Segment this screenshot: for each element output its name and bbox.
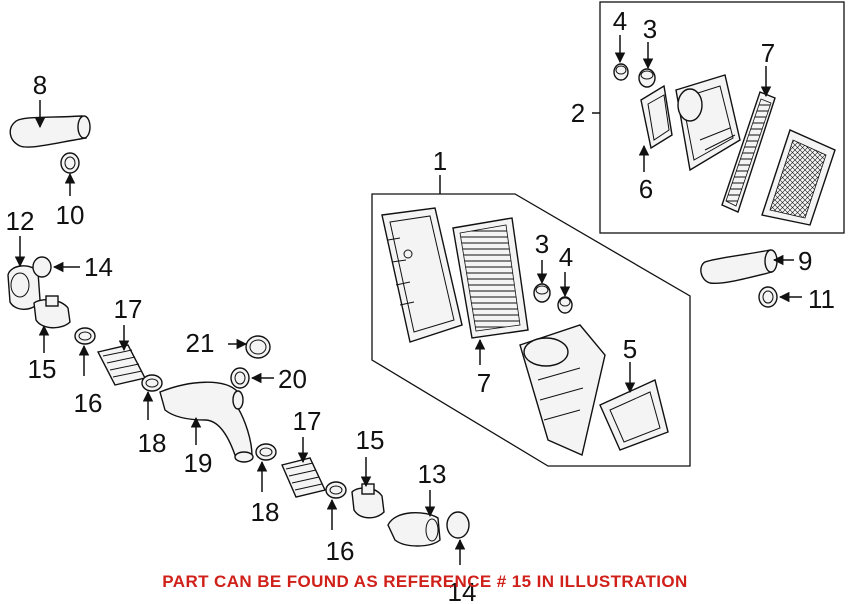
callout-12: 12 (6, 206, 35, 236)
bellows-hose-17 (96, 344, 147, 386)
callout-17: 17 (114, 294, 143, 324)
callout-3: 3 (535, 229, 549, 259)
callout-11: 11 (808, 284, 835, 314)
air-cleaner-lower-housing (519, 324, 606, 456)
leader-arrows (14, 35, 802, 565)
o-ring-14-lower (446, 511, 470, 539)
callout-18-lower: 18 (251, 497, 280, 527)
gasket-6-inset (640, 84, 673, 150)
grommet-4-inset (613, 63, 629, 81)
callout-15-lower: 15 (356, 425, 385, 455)
callout-14-lower: 14 (448, 577, 477, 604)
callout-9: 9 (798, 246, 812, 276)
callout-10: 10 (56, 200, 85, 230)
cover-5 (599, 379, 669, 451)
grommet-4 (557, 296, 573, 314)
filter-element-7 (452, 217, 529, 339)
elbow-hose-13 (387, 512, 441, 547)
intake-duct-9 (700, 249, 778, 285)
air-cleaner-upper-housing (381, 207, 463, 343)
callout-4: 4 (559, 242, 573, 272)
o-ring-20 (230, 367, 250, 389)
callout-19: 19 (184, 448, 213, 478)
callout-14: 14 (84, 252, 113, 282)
o-ring-14 (32, 256, 52, 278)
air-cleaner-upper-housing-inset (675, 74, 741, 172)
callout-8: 8 (33, 70, 47, 100)
callout-13: 13 (418, 459, 447, 489)
clamp-16 (74, 327, 96, 345)
inset-frame-assembly-2 (599, 1, 845, 234)
callout-15: 15 (28, 354, 57, 384)
clamp-16-lower (325, 481, 347, 499)
clamp-18 (141, 374, 163, 392)
reference-note: PART CAN BE FOUND AS REFERENCE # 15 IN I… (162, 572, 688, 591)
bellows-hose-17-lower (281, 457, 326, 498)
callout-6: 6 (639, 174, 653, 204)
grommet-3 (533, 283, 551, 303)
intake-duct-8 (9, 115, 91, 148)
seal-10 (60, 152, 80, 174)
callout-3-inset: 3 (643, 14, 657, 44)
seal-11 (758, 286, 778, 308)
filter-element-7-inset (721, 91, 776, 213)
callout-7-inset: 7 (761, 38, 775, 68)
callout-16: 16 (74, 388, 103, 418)
callout-2: 2 (571, 98, 585, 128)
mass-air-flow-sensor-15-lower (351, 483, 385, 519)
callout-7: 7 (477, 368, 491, 398)
callout-20: 20 (278, 364, 307, 394)
callout-18: 18 (138, 428, 167, 458)
callout-17-lower: 17 (293, 406, 322, 436)
inset-frame-assembly-1 (371, 193, 691, 467)
callout-21: 21 (186, 328, 215, 358)
callout-16-lower: 16 (326, 536, 355, 566)
clamp-21 (245, 335, 271, 359)
callout-1: 1 (433, 146, 447, 176)
grommet-3-inset (638, 68, 656, 88)
clamp-18-lower (255, 443, 277, 461)
callout-4-inset: 4 (613, 6, 627, 36)
callout-5: 5 (623, 334, 637, 364)
air-cleaner-lower-housing-inset (761, 129, 836, 226)
mass-air-flow-sensor-15 (33, 295, 71, 329)
